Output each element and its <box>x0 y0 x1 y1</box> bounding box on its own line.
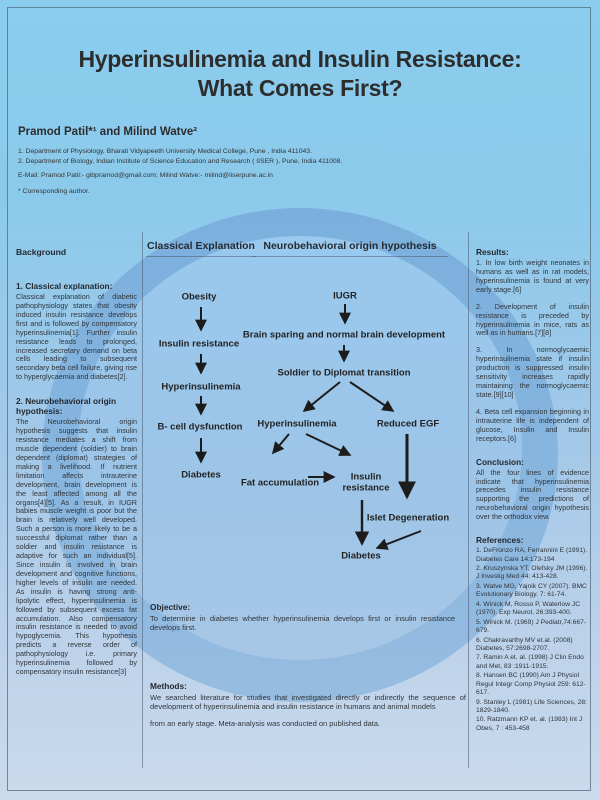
title-line-2: What Comes First? <box>197 74 403 101</box>
flowchart-node-insulin-resistance: Insulin resistance <box>158 338 240 350</box>
reference-item: 7. Ramin A et. al. (1998) J Clin Endo an… <box>476 654 584 670</box>
affiliation-2: 2. Department of Biology, Indian Institu… <box>18 157 343 165</box>
objective-heading: Objective: <box>150 602 191 612</box>
methods-text-1: We searched literature for studies that … <box>150 693 466 712</box>
reference-item: 5. Winick M. (1969) J Pediatr,74:667-679… <box>476 618 587 635</box>
results-heading: Results: <box>476 247 509 257</box>
flowchart-header-classical: Classical Explanation <box>146 240 256 257</box>
neuro-hypothesis-block: 2. Neurobehavioral origin hypothesis: Th… <box>16 396 137 677</box>
flowchart-node-soldier-diplomat: Soldier to Diplomat transition <box>277 367 411 379</box>
classical-explanation-text: Classical explanation of diabetic pathop… <box>16 292 137 382</box>
flowchart-node-diabetes-neuro: Diabetes <box>341 550 381 562</box>
background-heading: Background <box>16 247 67 257</box>
classical-explanation-block: 1. Classical explanation: Classical expl… <box>16 281 137 382</box>
flowchart-node-reduced-egf: Reduced EGF <box>376 418 440 430</box>
objective-text: To determine in diabetes whether hyperin… <box>150 614 455 633</box>
methods-section: Methods: We searched literature for stud… <box>150 681 466 728</box>
column-divider-left <box>142 232 143 768</box>
email-line: E-Mail: Pramod Patil:- gibpramod@gmail.c… <box>18 172 273 179</box>
conclusion-text: All the four lines of evidence indicate … <box>476 467 589 522</box>
reference-item: 3. Watve MG, Yajnik CY (2007). BMC Evolu… <box>476 582 587 599</box>
neuro-hypothesis-text: The Neurobehavioral origin hypothesis su… <box>16 417 137 677</box>
reference-item: 1. DeFronzo RA, Ferrannini E (1991). Dia… <box>476 547 588 563</box>
flowchart-node-iugr: IUGR <box>333 290 357 302</box>
result-item: 4. Beta cell expansion beginning in intr… <box>476 406 589 443</box>
reference-item: 6. Chakravarthy MV et.al. (2008) Diabete… <box>476 636 573 652</box>
reference-item: 10. Ratzmann KP et. al. (1983) Int J Obe… <box>476 716 583 732</box>
flowchart-node-brain-sparing: Brain sparing and normal brain developme… <box>242 329 446 341</box>
flowchart-node-hyperinsulinemia2: Hyperinsulinemia <box>257 418 337 430</box>
poster-title: Hyperinsulinemia and Insulin Resistance:… <box>0 45 600 103</box>
result-item: 1. In low birth weight neonates in human… <box>476 258 589 294</box>
methods-heading: Methods: <box>150 681 187 691</box>
flowchart-node-bcell-dysfunction: B- cell dysfunction <box>157 421 243 433</box>
flowchart-header-neuro: Neurobehavioral origin hypothesis <box>252 240 448 257</box>
border-frame <box>7 7 591 791</box>
flowchart-node-diabetes-classical: Diabetes <box>181 469 221 481</box>
flowchart-node-islet-degeneration: Islet Degeneration <box>366 512 450 524</box>
column-divider-right <box>468 232 469 768</box>
methods-text-2: from an early stage. Meta-analysis was c… <box>150 718 381 728</box>
objective-section: Objective: To determine in diabetes whet… <box>150 602 455 633</box>
flowchart-node-insulin-resistance2: Insulin resistance <box>342 471 390 494</box>
background-section: Background 1. Classical explanation: Cla… <box>16 247 137 691</box>
neuro-hypothesis-heading: 2. Neurobehavioral origin hypothesis: <box>16 396 117 417</box>
flowchart-node-obesity: Obesity <box>181 291 217 303</box>
classical-explanation-heading: 1. Classical explanation: <box>16 281 113 291</box>
flowchart-node-fat-accumulation: Fat accumulation <box>240 477 320 489</box>
results-section: Results: 1. In low birth weight neonates… <box>476 247 589 734</box>
flowchart-node-hyperinsulinemia: Hyperinsulinemia <box>161 381 241 393</box>
inner-ellipse-decoration <box>78 236 522 660</box>
conclusion-heading: Conclusion: <box>476 456 524 467</box>
affiliations: 1. Department of Physiology, Bharati Vid… <box>18 147 342 166</box>
reference-item: 4. Winick M, Rosso P, Waterlow JC (1970)… <box>476 600 581 617</box>
reference-item: 8. Hansen BC (1990) Am J Physiol Regul I… <box>476 672 586 697</box>
affiliation-1: 1. Department of Physiology, Bharati Vid… <box>18 148 312 155</box>
result-item: 2. Development of insulin resistance is … <box>476 301 589 338</box>
result-item: 3. In normoglycaemic hyperinsulinemia st… <box>476 345 589 399</box>
references-heading: References: <box>476 535 524 546</box>
corresponding-author-note: * Corresponding author. <box>18 188 90 195</box>
reference-item: 9. Stanley L (1981) Life Sciences, 28: 1… <box>476 698 587 714</box>
title-line-1: Hyperinsulinemia and Insulin Resistance: <box>78 46 522 72</box>
reference-item: 2. Kruszynska YT, Olefsky JM (1996). J I… <box>476 565 588 581</box>
authors-line: Pramod Patil*¹ and Milind Watve² <box>18 126 198 138</box>
